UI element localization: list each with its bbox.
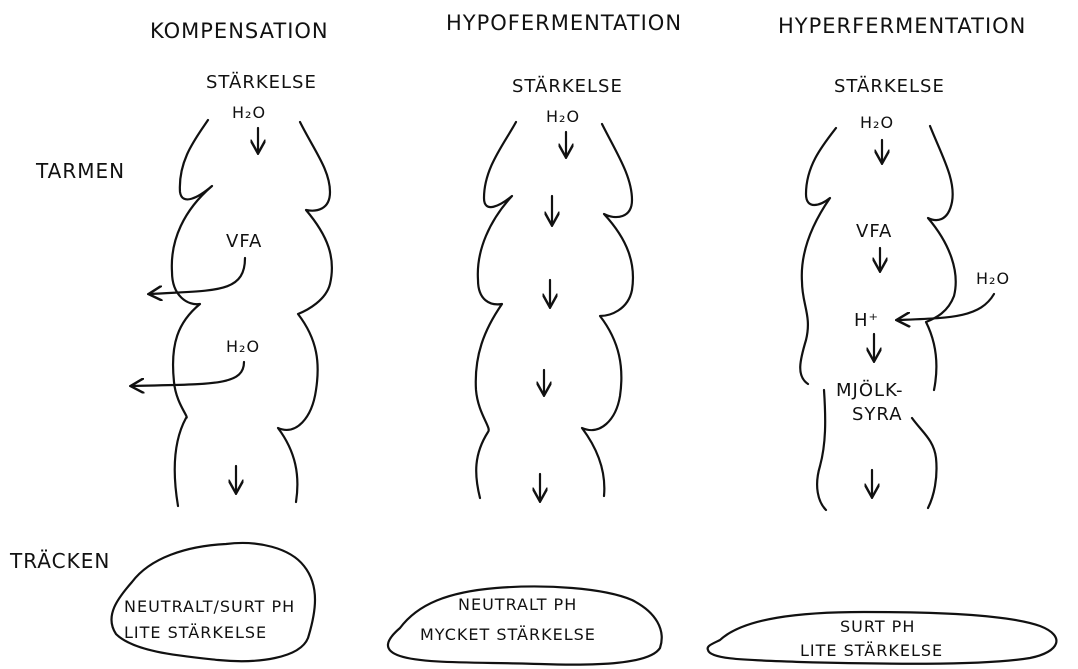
intestine-right-wall (926, 126, 956, 390)
water-input: H₂O (232, 103, 266, 122)
result-line-2: LITE STÄRKELSE (124, 623, 267, 642)
intestine-left-wall (476, 122, 516, 498)
start-substrate: STÄRKELSE (206, 72, 317, 93)
column-hyperfermentation: HYPERFERMENTATION STÄRKELSE H₂O VFA H⁺ M… (708, 14, 1057, 664)
step-vfa: VFA (856, 221, 892, 242)
row-label-feces: TRÄCKEN (9, 549, 110, 573)
result-line-1: NEUTRALT PH (458, 595, 577, 614)
intestine-right-wall (278, 122, 332, 502)
intestine-left-wall-lower (817, 390, 826, 510)
step-lactic-acid-2: SYRA (852, 404, 903, 425)
water-influx-arrow (898, 294, 994, 320)
step-h-plus: H⁺ (854, 310, 879, 331)
water-input: H₂O (546, 107, 580, 126)
column-kompensation: KOMPENSATION STÄRKELSE H₂O VFA H₂O NEUTR… (111, 19, 331, 661)
side-water-input: H₂O (976, 269, 1010, 288)
water-input: H₂O (860, 113, 894, 132)
column-heading: KOMPENSATION (150, 19, 329, 43)
vfa-absorption-arrow (150, 258, 245, 294)
result-line-2: LITE STÄRKELSE (800, 641, 943, 660)
result-line-1: NEUTRALT/SURT PH (124, 597, 295, 616)
result-line-1: SURT PH (840, 617, 915, 636)
column-heading: HYPOFERMENTATION (446, 11, 682, 35)
column-heading: HYPERFERMENTATION (778, 14, 1026, 38)
row-label-intestine: TARMEN (35, 159, 125, 183)
start-substrate: STÄRKELSE (512, 76, 623, 97)
step-vfa: VFA (226, 231, 262, 252)
result-line-2: MYCKET STÄRKELSE (420, 625, 596, 644)
intestine-left-wall (800, 128, 836, 384)
column-hypofermentation: HYPOFERMENTATION STÄRKELSE H₂O NEUTRALT … (388, 11, 682, 665)
step-water: H₂O (226, 337, 260, 356)
intestine-right-wall-lower (912, 418, 937, 508)
water-absorption-arrow (132, 362, 244, 386)
start-substrate: STÄRKELSE (834, 76, 945, 97)
step-lactic-acid-1: MJÖLK- (836, 379, 903, 401)
intestine-left-wall (172, 120, 212, 506)
intestine-right-wall (582, 124, 633, 496)
